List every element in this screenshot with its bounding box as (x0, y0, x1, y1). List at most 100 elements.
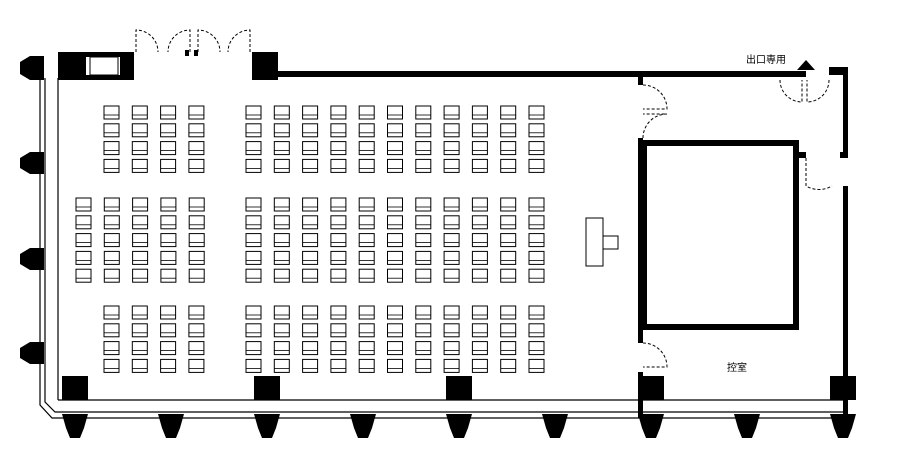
seat (245, 305, 262, 320)
seat (131, 358, 148, 373)
seat (302, 305, 319, 320)
seat (302, 158, 319, 173)
seat (443, 215, 460, 230)
seat (160, 323, 177, 338)
seat (302, 215, 319, 230)
seat (387, 158, 403, 173)
seat (103, 105, 120, 120)
seat (273, 141, 290, 156)
seat (387, 215, 403, 230)
seat (245, 141, 262, 156)
seat (75, 233, 92, 248)
waiting-room-label: 控室 (727, 361, 747, 374)
seat (471, 158, 488, 173)
seat (188, 250, 205, 265)
seat (131, 323, 148, 338)
seat (188, 141, 205, 156)
seat (160, 305, 177, 320)
seat (273, 250, 290, 265)
seat (103, 358, 120, 373)
seat (160, 197, 177, 212)
seat (330, 123, 347, 138)
seat (528, 268, 545, 283)
seat (245, 123, 262, 138)
seat (387, 197, 403, 212)
window-opening (89, 56, 119, 76)
seat (415, 323, 432, 338)
seat (528, 158, 545, 173)
seat (132, 215, 149, 230)
seat (471, 250, 488, 265)
seat (302, 123, 319, 138)
seat (188, 341, 205, 356)
seat (415, 305, 432, 320)
right-walls (638, 67, 848, 418)
seat (131, 141, 148, 156)
seat (500, 250, 517, 265)
seat (273, 341, 290, 356)
seat (273, 268, 290, 283)
seat (443, 158, 460, 173)
seat-block-left-bottom (103, 305, 205, 373)
seat (528, 323, 545, 338)
seat (471, 215, 488, 230)
seat (188, 105, 205, 120)
seat (358, 358, 375, 373)
seat (358, 233, 375, 248)
seat (358, 123, 375, 138)
seat (188, 268, 205, 283)
seat-block-center-middle (245, 197, 545, 283)
triangle-up-icon (797, 60, 815, 70)
seat (358, 323, 375, 338)
seat (330, 305, 347, 320)
seat (302, 250, 319, 265)
seat (132, 268, 149, 283)
seat (528, 123, 545, 138)
seat (358, 141, 375, 156)
seat (273, 233, 290, 248)
seat (528, 250, 545, 265)
seat (160, 158, 177, 173)
seat (103, 305, 120, 320)
seat (188, 305, 205, 320)
seat (131, 341, 148, 356)
seat (528, 215, 545, 230)
seat (273, 123, 290, 138)
seat (273, 105, 290, 120)
seat (75, 197, 92, 212)
seat (500, 268, 517, 283)
seat (387, 323, 403, 338)
seat (273, 358, 290, 373)
seat (245, 105, 262, 120)
seat (358, 215, 375, 230)
seat-block-left-middle (75, 197, 205, 283)
seat (160, 215, 177, 230)
seat (245, 323, 262, 338)
seat (330, 215, 347, 230)
seat (358, 197, 375, 212)
seat (415, 233, 432, 248)
seat (415, 268, 432, 283)
bottom-pillars (62, 414, 856, 438)
seat (443, 123, 460, 138)
seat (330, 197, 347, 212)
seat (415, 105, 432, 120)
seat (387, 250, 403, 265)
seat (387, 105, 403, 120)
seat (415, 197, 432, 212)
seat (500, 158, 517, 173)
seat (471, 305, 488, 320)
seat (528, 233, 545, 248)
seat (160, 358, 177, 373)
seat (443, 197, 460, 212)
seat (387, 233, 403, 248)
seat (302, 341, 319, 356)
seat (273, 305, 290, 320)
seat (330, 141, 347, 156)
seat (103, 268, 120, 283)
seat (443, 250, 460, 265)
side-doors (642, 79, 833, 368)
seat (500, 105, 517, 120)
seat (528, 358, 545, 373)
